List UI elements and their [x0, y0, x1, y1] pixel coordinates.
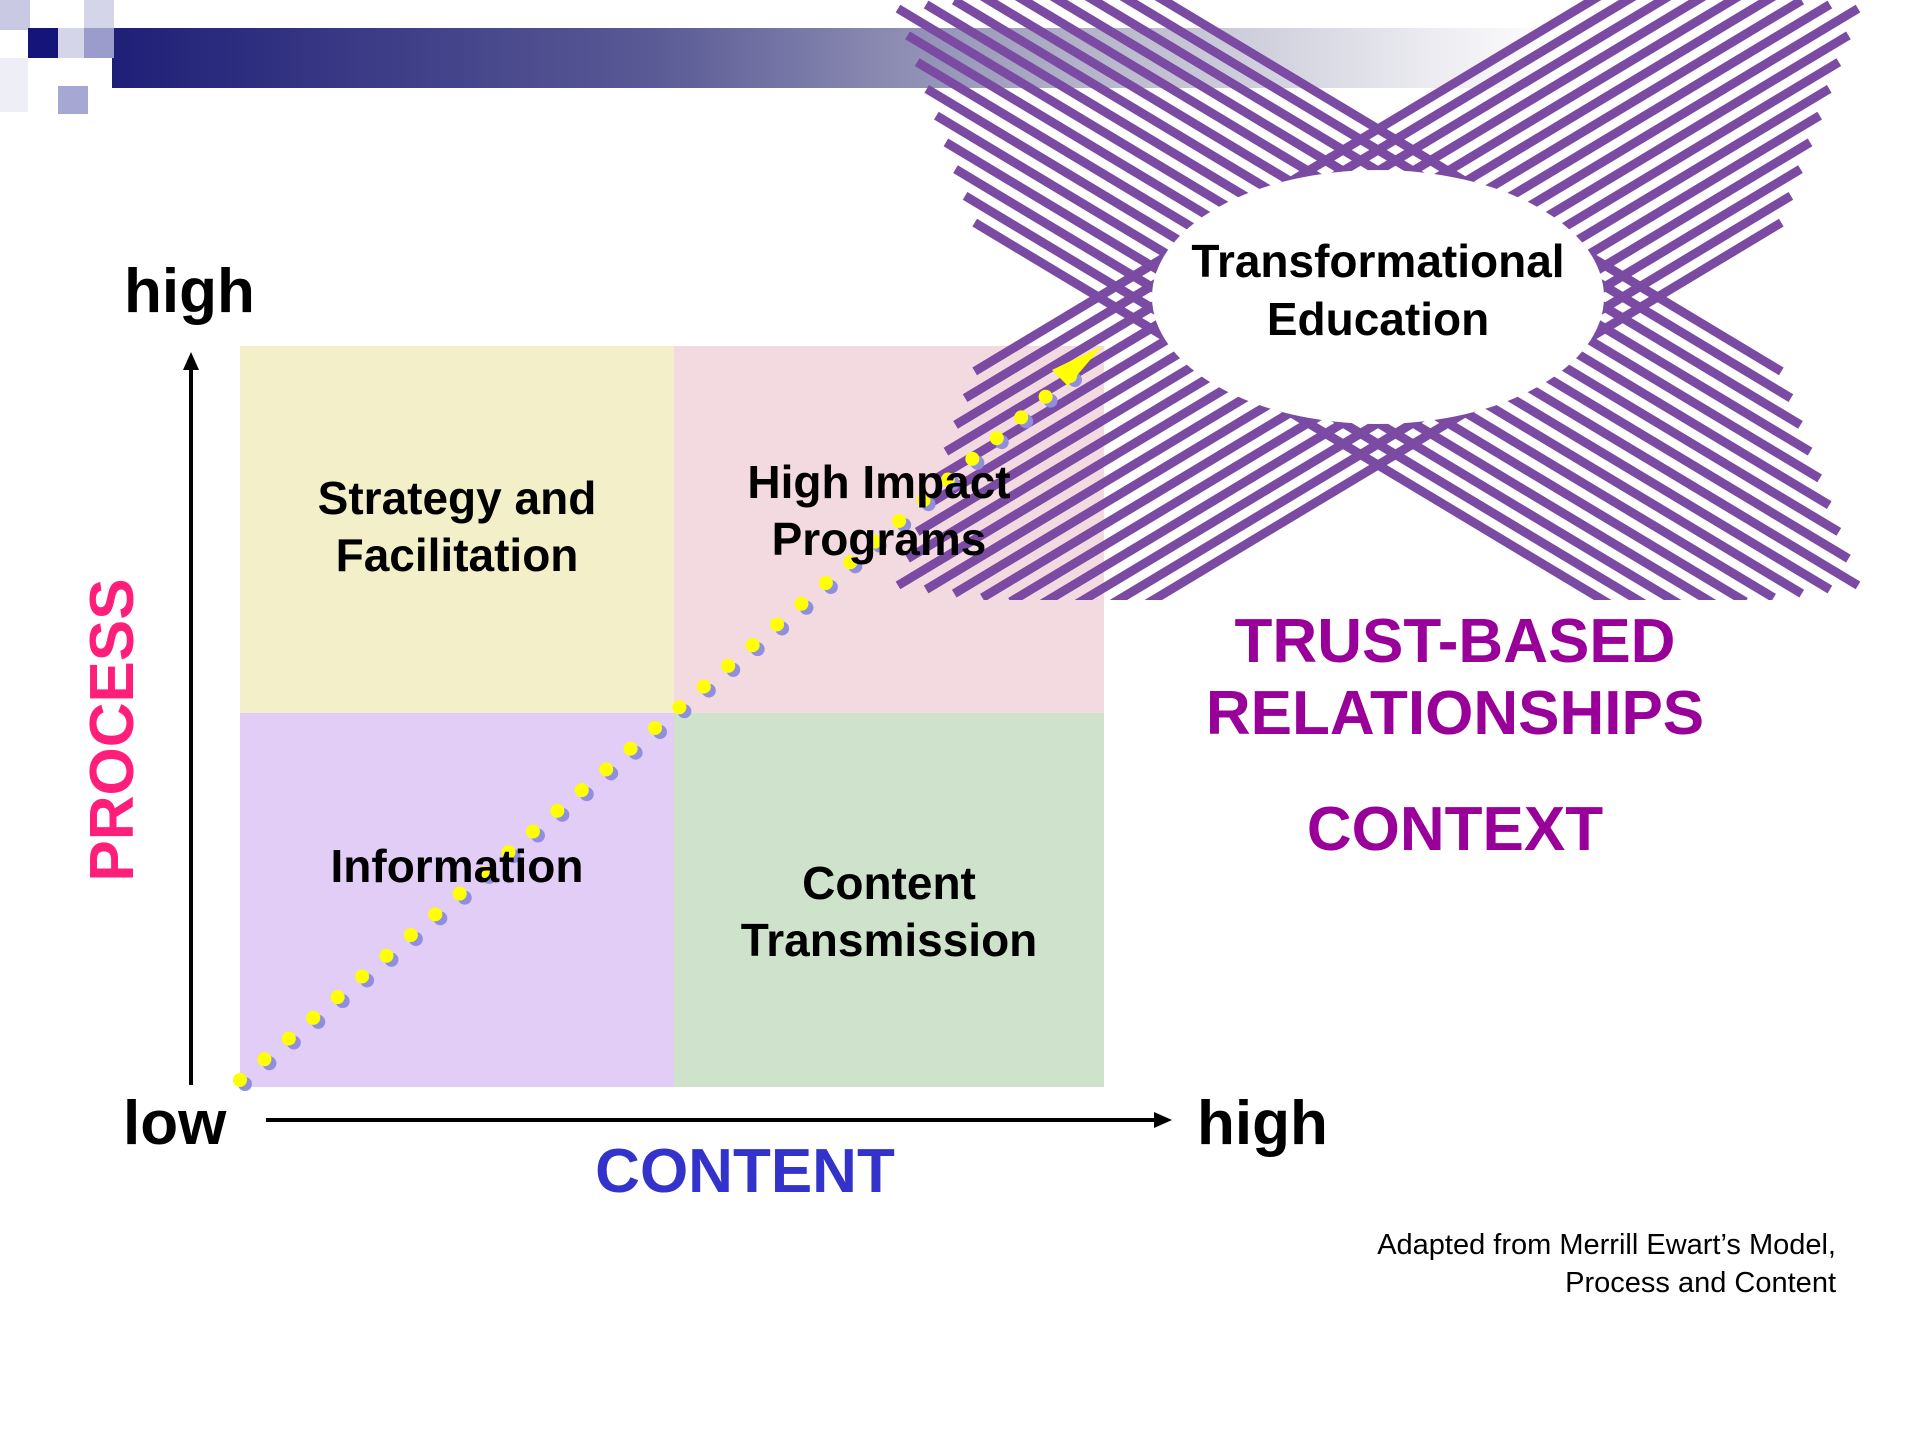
- banner-square: [58, 28, 84, 58]
- quadrant-label: Strategy and Facilitation: [240, 470, 674, 584]
- dot: [794, 596, 809, 611]
- dotted-diagonal-arrow: [233, 346, 1102, 1091]
- quadrant-label-line: Facilitation: [335, 529, 579, 581]
- transformational-oval: [1152, 170, 1604, 424]
- x-axis-title: CONTENT: [595, 1137, 895, 1206]
- dot: [257, 1052, 272, 1067]
- y-axis-title-text: PROCESS: [78, 578, 147, 882]
- banner-square: [0, 58, 28, 112]
- quadrant-label: Content Transmission: [674, 855, 1104, 969]
- y-axis-arrow: [183, 352, 199, 1085]
- dot: [355, 969, 370, 984]
- quadrant-label-high-impact: High Impact Programs: [674, 454, 1084, 568]
- dot: [989, 431, 1004, 446]
- quadrant-label-line: Programs: [771, 513, 987, 565]
- context-line-context: CONTEXT: [1306, 795, 1604, 864]
- dot: [452, 886, 467, 901]
- dot: [428, 907, 443, 922]
- banner-square: [84, 0, 114, 28]
- dot: [233, 1073, 247, 1087]
- banner-square: [84, 28, 114, 58]
- quadrant-label-line: Content: [802, 857, 976, 909]
- dot: [574, 783, 589, 798]
- dot: [501, 845, 516, 860]
- dot: [892, 513, 907, 528]
- dot: [1038, 389, 1053, 404]
- footnote-line: Adapted from Merrill Ewart’s Model,: [1377, 1229, 1836, 1261]
- banner-square: [0, 0, 30, 30]
- dot: [916, 493, 931, 508]
- dot: [818, 576, 833, 591]
- quadrant-label-line: Strategy and: [317, 472, 597, 524]
- x-axis-high-label: high: [1197, 1089, 1328, 1158]
- dot: [477, 865, 492, 880]
- x-axis-low-label: low: [123, 1089, 227, 1158]
- dot: [843, 555, 858, 570]
- dot: [525, 824, 540, 839]
- dot: [1014, 410, 1029, 425]
- oval-label-line: Transformational: [1191, 235, 1565, 287]
- quadrant-strategy-facilitation: Strategy and Facilitation: [240, 346, 674, 713]
- y-axis-high-label: high: [124, 257, 255, 326]
- quadrant-label-information: Information: [240, 838, 674, 895]
- dot: [770, 617, 785, 632]
- starburst-ray: [1154, 0, 1784, 376]
- context-line-trust-based: TRUST-BASED: [1234, 607, 1676, 676]
- banner-square: [28, 28, 58, 58]
- diagonal-arrowhead: [1052, 346, 1102, 386]
- dot: [623, 741, 638, 756]
- x-axis-arrow: [266, 1112, 1172, 1128]
- dot: [648, 721, 662, 735]
- source-footnote: Adapted from Merrill Ewart’s Model, Proc…: [1160, 1226, 1836, 1302]
- dot: [599, 762, 614, 777]
- quadrant-content-transmission: Content Transmission: [674, 713, 1104, 1087]
- transformational-education-label: Transformational Education: [1158, 232, 1598, 348]
- dot: [379, 948, 394, 963]
- dot: [330, 990, 345, 1005]
- dot: [403, 928, 418, 943]
- context-block: TRUST-BASED RELATIONSHIPS CONTEXT: [1150, 606, 1760, 866]
- dot: [672, 700, 687, 715]
- dot: [965, 451, 980, 466]
- dot: [867, 534, 882, 549]
- context-line-relationships: RELATIONSHIPS: [1205, 679, 1705, 748]
- dot: [550, 803, 565, 818]
- quadrant-label-line: High Impact: [747, 456, 1011, 508]
- oval-label-line: Education: [1266, 293, 1490, 345]
- quadrant-label-line: Information: [330, 840, 584, 892]
- quadrant-label-line: Transmission: [740, 914, 1038, 966]
- dot: [281, 1031, 296, 1046]
- dot: [721, 658, 736, 673]
- dot: [940, 472, 955, 487]
- starburst-ray: [972, 218, 1612, 600]
- footnote-line: Process and Content: [1565, 1267, 1836, 1299]
- dot: [306, 1010, 321, 1025]
- dot: [745, 638, 760, 653]
- banner-square: [58, 86, 88, 114]
- dot: [696, 679, 711, 694]
